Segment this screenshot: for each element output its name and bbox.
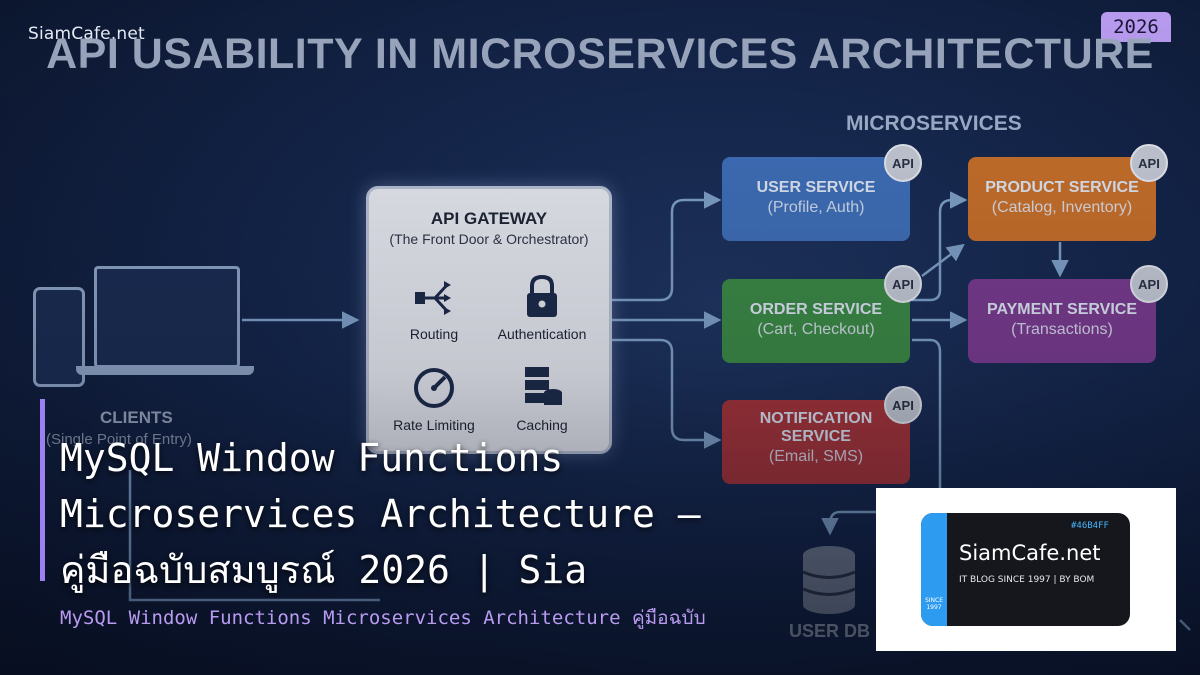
article-title: MySQL Window Functions Microservices Arc… — [60, 430, 710, 598]
api-badge: API — [884, 386, 922, 424]
service-desc: (Email, SMS) — [768, 448, 864, 465]
api-badge: API — [1130, 265, 1168, 303]
clients-label: CLIENTS — [100, 408, 173, 427]
gauge-icon — [414, 368, 454, 408]
diagram-title: API USABILITY IN MICROSERVICES ARCHITECT… — [46, 30, 1154, 78]
api-badge: API — [884, 144, 922, 182]
service-name-line2: SERVICE — [781, 428, 851, 445]
cache-server-icon — [525, 367, 562, 405]
logo-strip — [921, 513, 947, 626]
gateway-title: API GATEWAY — [430, 209, 548, 228]
authentication-label: Authentication — [497, 326, 587, 342]
title-line-2: Microservices Architecture — — [60, 492, 701, 536]
api-gateway-box: API GATEWAY (The Front Door & Orchestrat… — [366, 186, 612, 454]
service-name: PAYMENT SERVICE — [987, 301, 1137, 318]
api-badge: API — [884, 265, 922, 303]
service-name: PRODUCT SERVICE — [985, 179, 1139, 196]
logo-tagline: IT BLOG SINCE 1997 | BY BOM — [959, 575, 1095, 585]
logo-card: #46B4FF SiamCafe.net IT BLOG SINCE 1997 … — [876, 488, 1176, 651]
accent-bar — [40, 399, 45, 581]
laptop-base — [76, 366, 254, 375]
article-subtitle: MySQL Window Functions Microservices Arc… — [60, 607, 706, 629]
logo-name: SiamCafe.net — [959, 541, 1101, 565]
service-desc: (Cart, Checkout) — [757, 321, 875, 338]
payment-service-box: PAYMENT SERVICE (Transactions) — [968, 279, 1156, 363]
order-service-box: ORDER SERVICE (Cart, Checkout) — [722, 279, 910, 363]
gateway-subtitle: (The Front Door & Orchestrator) — [389, 231, 589, 247]
routing-label: Routing — [409, 326, 459, 342]
title-line-1: MySQL Window Functions — [60, 436, 564, 480]
lock-icon — [527, 274, 557, 317]
service-name: USER SERVICE — [756, 179, 876, 196]
laptop-icon — [94, 266, 240, 368]
service-desc: (Transactions) — [1011, 321, 1113, 338]
database-icon — [802, 546, 856, 614]
service-desc: (Catalog, Inventory) — [991, 199, 1133, 216]
logo: #46B4FF SiamCafe.net IT BLOG SINCE 1997 … — [921, 513, 1130, 626]
product-service-box: PRODUCT SERVICE (Catalog, Inventory) — [968, 157, 1156, 241]
microservices-heading: MICROSERVICES — [846, 112, 1022, 135]
db-label: USER DB — [789, 621, 871, 641]
service-name: NOTIFICATION — [759, 410, 873, 427]
title-line-3: คู่มือฉบับสมบูรณ์ 2026 | Sia — [60, 548, 588, 592]
logo-hex: #46B4FF — [1071, 521, 1109, 531]
user-service-box: USER SERVICE (Profile, Auth) — [722, 157, 910, 241]
notification-service-box: NOTIFICATION SERVICE (Email, SMS) — [722, 400, 910, 484]
routing-icon — [415, 281, 451, 315]
service-desc: (Profile, Auth) — [767, 199, 865, 216]
api-badge: API — [1130, 144, 1168, 182]
service-name: ORDER SERVICE — [749, 301, 883, 318]
logo-since: SINCE 1997 — [924, 597, 944, 611]
